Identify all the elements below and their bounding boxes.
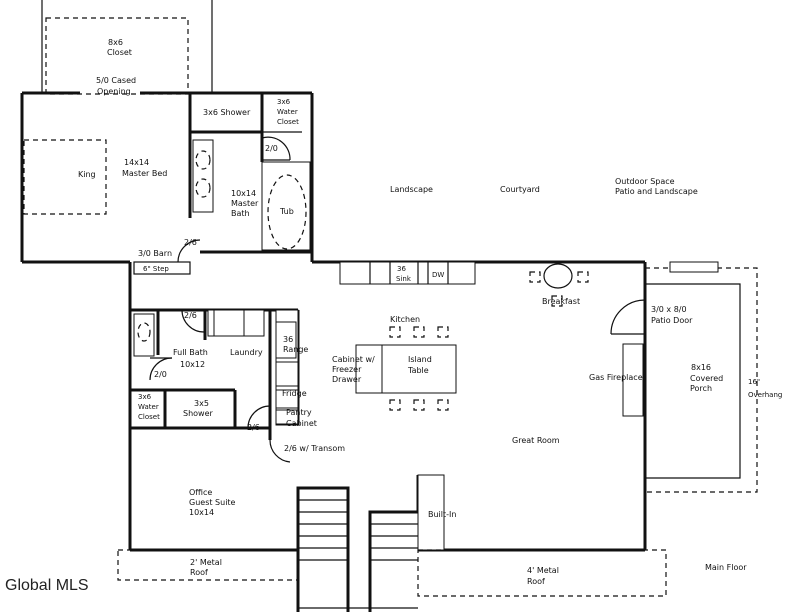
cabinet-label-1: Cabinet w/ xyxy=(332,355,375,364)
wc-left-label-2: Closet xyxy=(138,413,160,421)
kitchen-cabinets xyxy=(339,261,476,285)
barn-door-label: 3/0 Barn xyxy=(138,249,172,258)
wc-left-size-label: 3x6 xyxy=(138,393,152,401)
sink-label: Sink xyxy=(396,275,412,283)
pantry-label-2: Cabinet xyxy=(286,419,317,428)
dw-label: DW xyxy=(432,271,444,279)
pantry-label-1: Pantry xyxy=(286,408,312,417)
master-suite-walls xyxy=(20,91,314,264)
tub-label: Tub xyxy=(279,207,294,216)
main-floor-label: Main Floor xyxy=(705,563,747,572)
great-room-label: Great Room xyxy=(512,436,560,445)
gas-fireplace-label: Gas Fireplace xyxy=(589,373,643,382)
full-bath-size-label: 10x12 xyxy=(180,360,205,369)
office-label-1: Office xyxy=(189,488,212,497)
shower-3x6-label: 3x6 Shower xyxy=(203,108,251,117)
office-size-label: 10x14 xyxy=(189,508,214,517)
outdoor-space-label: Outdoor Space xyxy=(615,177,675,186)
cased-opening-label-1: 5/0 Cased xyxy=(96,76,136,85)
landscape-label: Landscape xyxy=(390,185,433,194)
cased-opening-label-2: Opening xyxy=(97,87,131,96)
wc-top-label-2: Closet xyxy=(277,118,299,126)
shower-3x5-size-label: 3x5 xyxy=(194,399,209,408)
master-bath-fixtures xyxy=(177,136,311,263)
king-bed xyxy=(23,139,107,215)
step-label: 6" Step xyxy=(143,265,169,273)
outdoor-patio-label: Patio and Landscape xyxy=(615,187,698,196)
wc-top-label-1: Water xyxy=(277,108,298,116)
door-2-0-top-label: 2/0 xyxy=(265,144,278,153)
breakfast-table xyxy=(529,263,589,307)
master-bath-label-2: Bath xyxy=(231,209,250,218)
room-labels: 8x6 Closet 5/0 Cased Opening King 14x14 … xyxy=(78,38,782,586)
built-in-label: Built-In xyxy=(428,510,456,519)
watermark: Global MLS xyxy=(5,577,89,594)
master-bed-size-label: 14x14 xyxy=(124,158,149,167)
transom-door-label: 2/6 w/ Transom xyxy=(284,444,345,453)
patio-door-label-2: Patio Door xyxy=(651,316,693,325)
cabinet-label-2: Freezer xyxy=(332,365,362,374)
metal-roof-left-label-1: 2' Metal xyxy=(190,558,222,567)
range-size-label: 36 xyxy=(283,335,293,344)
closet-size-label: 8x6 xyxy=(108,38,123,47)
island-label-1: Island xyxy=(408,355,432,364)
door-2-6-bath-label: 2/6 xyxy=(184,238,197,247)
metal-roof-left-label-2: Roof xyxy=(190,568,208,577)
office-label-2: Guest Suite xyxy=(189,498,236,507)
covered-porch xyxy=(643,261,758,493)
porch-size-label: 8x16 xyxy=(691,363,711,372)
closet-outline xyxy=(41,0,213,95)
door-2-6-laundry-label: 2/6 xyxy=(184,311,197,320)
king-label: King xyxy=(78,170,96,179)
porch-label-1: Covered xyxy=(690,374,723,383)
bath-laundry-walls xyxy=(130,308,300,463)
master-bed-label: Master Bed xyxy=(122,169,167,178)
metal-roof-right-label-2: Roof xyxy=(527,577,545,586)
breakfast-label: Breakfast xyxy=(542,297,580,306)
kitchen-label: Kitchen xyxy=(390,315,420,324)
wc-top-size-label: 3x6 xyxy=(277,98,291,106)
door-2-6-office-label: 2/6 xyxy=(247,423,260,432)
closet-label: Closet xyxy=(107,48,132,57)
stairs xyxy=(296,474,445,612)
gas-fireplace xyxy=(622,343,644,417)
step xyxy=(133,261,191,275)
range-label: Range xyxy=(283,345,308,354)
island-label-2: Table xyxy=(407,366,429,375)
overhang-size-label: 16" xyxy=(748,378,760,386)
island xyxy=(355,326,457,411)
metal-roof-right-label-1: 4' Metal xyxy=(527,566,559,575)
patio-door xyxy=(610,299,646,335)
fridge-label: Fridge xyxy=(282,389,307,398)
laundry-label: Laundry xyxy=(230,348,263,357)
door-2-0-wc-label: 2/0 xyxy=(154,370,167,379)
shower-3x5-label: Shower xyxy=(183,409,214,418)
metal-roofs xyxy=(117,549,667,597)
cabinet-label-3: Drawer xyxy=(332,375,362,384)
sink-size-label: 36 xyxy=(397,265,406,273)
range-fridge-pantry xyxy=(275,309,299,426)
overhang-label: Overhang xyxy=(748,391,782,399)
full-bath-label: Full Bath xyxy=(173,348,208,357)
master-bath-size-label: 10x14 xyxy=(231,189,256,198)
patio-door-label-1: 3/0 x 8/0 xyxy=(651,305,687,314)
courtyard-label: Courtyard xyxy=(500,185,540,194)
master-bath-label-1: Master xyxy=(231,199,259,208)
porch-label-2: Porch xyxy=(690,384,712,393)
wc-left-label-1: Water xyxy=(138,403,159,411)
